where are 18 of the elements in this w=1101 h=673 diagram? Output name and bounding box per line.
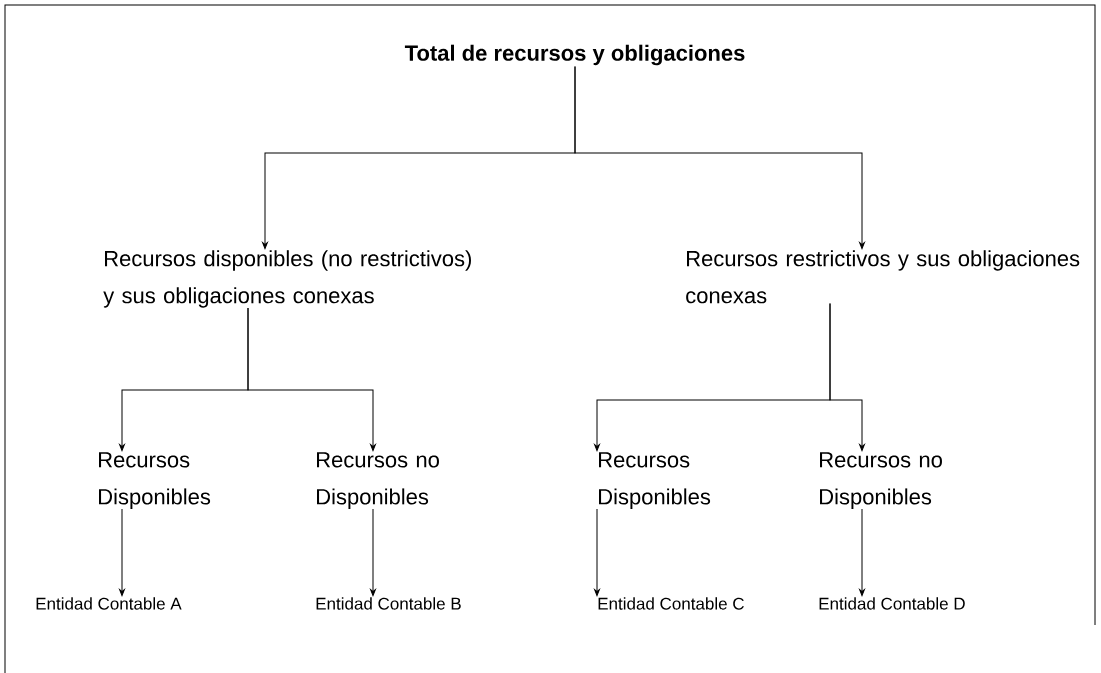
title-text: Total de recursos y obligaciones: [404, 44, 745, 66]
text-label: Entidad Contable C: [598, 597, 744, 610]
arrow: [594, 508, 600, 597]
arrow: [829, 303, 865, 452]
text-label: Recursos Disponibles: [99, 452, 211, 509]
text-label: Entidad Contable B: [316, 597, 461, 610]
arrow: [859, 508, 865, 597]
text-label: Recursos restrictivos y sus obligaciones conexas: [686, 250, 1080, 304]
text-label: Recursos no Disponibles: [820, 452, 942, 509]
text-label: Recursos Disponibles: [599, 452, 711, 509]
arrow: [119, 508, 125, 597]
arrow: [247, 307, 376, 452]
arrow: [370, 508, 376, 597]
text-label: Entidad Contable D: [819, 597, 965, 610]
text-label: Recursos disponibles (no restrictivos) y sus obligaciones conexas: [103, 250, 471, 308]
text-label: Recursos no Disponibles: [317, 452, 439, 509]
arrow: [574, 66, 865, 250]
text-label: Entidad Contable A: [36, 597, 182, 610]
